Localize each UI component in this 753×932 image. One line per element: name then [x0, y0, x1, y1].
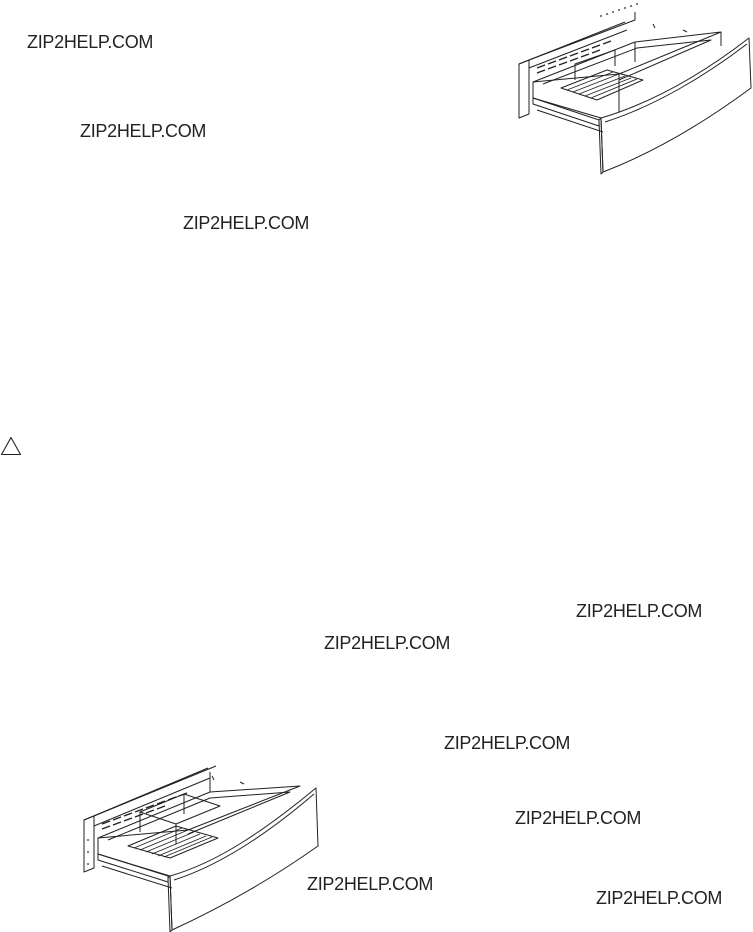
warning-triangle-icon — [0, 436, 22, 456]
watermark-text: ZIP2HELP.COM — [444, 733, 571, 753]
warming-drawer-illustration — [518, 3, 752, 175]
watermark-text: ZIP2HELP.COM — [596, 888, 723, 908]
watermark-text: ZIP2HELP.COM — [307, 874, 434, 894]
watermark-text: ZIP2HELP.COM — [80, 121, 207, 141]
watermark-text: ZIP2HELP.COM — [515, 808, 642, 828]
watermark-text: ZIP2HELP.COM — [183, 213, 310, 233]
watermark-text: ZIP2HELP.COM — [576, 601, 703, 621]
watermark-text: ZIP2HELP.COM — [324, 633, 451, 653]
watermark-text: ZIP2HELP.COM — [27, 32, 154, 52]
warming-drawer-with-rack-illustration — [83, 765, 319, 932]
